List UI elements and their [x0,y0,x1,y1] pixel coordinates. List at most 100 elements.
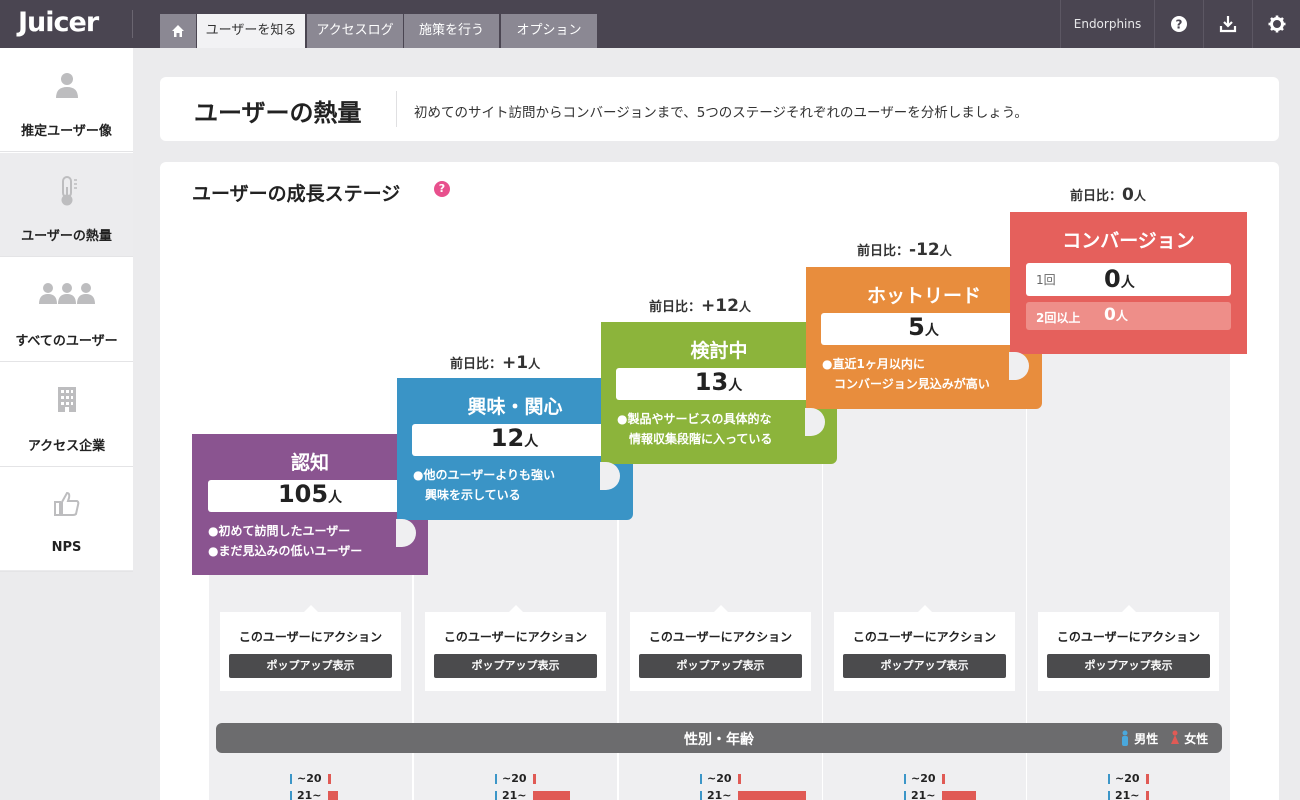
sidebar-item-nps[interactable]: NPS [0,468,133,572]
delta-consideration: 前日比：+12人 [649,296,751,316]
delta-label: 前日比： [649,300,702,315]
description-line: 興味を示している [425,488,521,502]
delta-value: 0 [1122,185,1134,205]
help-icon: ? [1171,16,1187,32]
delta-label: 前日比： [857,244,910,259]
page-description: 初めてのサイト訪問からコンバージョンまで、5つのステージそれぞれのユーザーを分析… [414,105,1028,121]
male-bar [904,774,906,784]
sidebar-item-heat[interactable]: ユーザーの熱量 [0,153,133,257]
tab-know-users[interactable]: ユーザーを知る [197,14,305,48]
help-icon[interactable]: ? [434,181,450,197]
count-unit: 人 [328,490,343,506]
popup-button[interactable]: ポップアップ表示 [639,654,802,678]
sidebar-item-label: ユーザーの熱量 [21,229,112,244]
action-title: このユーザーにアクション [852,630,997,644]
legend-female: 女性 [1170,730,1208,747]
stage-name: コンバージョン [1062,230,1195,252]
delta-conversion: 前日比：0人 [1070,185,1146,205]
stage-card: ユーザーの成長ステージ ? 認知 105人 ●初めて訪問したユーザー ●まだ見込… [160,162,1279,800]
stage-notch [1009,352,1029,380]
home-tab[interactable] [160,14,196,48]
action-box: このユーザーにアクション ポップアップ表示 [1038,605,1219,691]
help-button[interactable]: ? [1154,0,1202,48]
male-icon [1122,730,1128,746]
conversion-row-once: 1回 0人 [1026,263,1231,296]
logo[interactable]: Juicer [18,7,99,38]
stage-notch [805,408,825,436]
header-divider [396,91,397,127]
legend-label: 男性 [1134,732,1159,746]
delta-unit: 人 [1133,189,1146,203]
stage-notch [600,462,620,490]
popup-button[interactable]: ポップアップ表示 [1047,654,1210,678]
popup-button[interactable]: ポップアップ表示 [434,654,597,678]
delta-value: -12 [909,240,940,260]
action-arrow [918,605,932,612]
download-icon [1219,16,1237,33]
delta-interest: 前日比：+1人 [450,353,540,373]
action-title: このユーザーにアクション [238,630,383,644]
age-label: ~20 [1115,772,1140,785]
stage-count: 13人 [616,368,821,400]
stage-name: 興味・関心 [467,396,563,418]
top-bar: Juicer ユーザーを知る アクセスログ 施策を行う オプション Endorp… [0,0,1300,48]
age-label: ~20 [297,772,322,785]
count-value: 5 [908,313,925,341]
female-bar [1146,774,1149,784]
description-line: ●まだ見込みの低いユーザー [208,544,363,558]
page-title: ユーザーの熱量 [194,99,362,127]
demographics-header: 性別・年齢 男性 女性 [216,723,1222,753]
legend-male: 男性 [1120,730,1158,747]
page-header: ユーザーの熱量 初めてのサイト訪問からコンバージョンまで、5つのステージそれぞれ… [160,77,1279,141]
tab-access-log[interactable]: アクセスログ [307,14,403,48]
account-name[interactable]: Endorphins [1060,0,1154,48]
stage-hot-lead[interactable]: ホットリード 5人 ●直近1ヶ月以内に コンバージョン見込みが高い [806,267,1042,409]
popup-button[interactable]: ポップアップ表示 [229,654,392,678]
age-label: 21~ [297,789,322,800]
stage-description: ●製品やサービスの具体的な 情報収集段階に入っている [617,409,772,449]
age-label: 21~ [707,789,732,800]
description-line: ●他のユーザーよりも強い [413,468,555,482]
count-unit: 人 [728,378,743,394]
action-box: このユーザーにアクション ポップアップ表示 [630,605,811,691]
action-title: このユーザーにアクション [443,630,588,644]
female-bar [1146,791,1149,800]
sidebar-item-persona[interactable]: 推定ユーザー像 [0,48,133,152]
description-line: ●直近1ヶ月以内に [822,357,925,371]
tab-measures[interactable]: 施策を行う [404,14,499,48]
delta-unit: 人 [738,300,751,314]
sidebar-item-label: 推定ユーザー像 [21,124,112,139]
delta-value: +1 [502,353,529,373]
male-bar [700,791,702,800]
stage-conversion[interactable]: コンバージョン 1回 0人 2回以上 0人 [1010,212,1247,354]
female-icon [1171,730,1179,744]
female-bar [533,791,570,800]
count-value: 105 [277,480,329,508]
female-bar [942,791,976,800]
legend-label: 女性 [1184,732,1209,746]
male-bar [290,774,292,784]
tab-options[interactable]: オプション [501,14,597,48]
stage-interest[interactable]: 興味・関心 12人 ●他のユーザーよりも強い 興味を示している [397,378,633,520]
female-bar [942,774,945,784]
description-line: 情報収集段階に入っている [629,432,773,446]
stage-consideration[interactable]: 検討中 13人 ●製品やサービスの具体的な 情報収集段階に入っている [601,322,837,464]
row-value-wrap: 0人 [1104,305,1128,325]
sidebar-item-label: すべてのユーザー [15,334,118,349]
sidebar-item-companies[interactable]: アクセス企業 [0,363,133,467]
stage-notch [396,519,416,547]
action-arrow [714,605,728,612]
female-bar [328,774,331,784]
download-button[interactable] [1203,0,1251,48]
conversion-row-repeat: 2回以上 0人 [1026,302,1231,330]
stage-name: 認知 [290,452,329,474]
male-bar [290,791,292,800]
delta-label: 前日比： [1070,189,1123,204]
action-title: このユーザーにアクション [648,630,793,644]
settings-button[interactable] [1252,0,1300,48]
stage-name: 検討中 [690,340,748,362]
popup-button[interactable]: ポップアップ表示 [843,654,1006,678]
sidebar-item-all-users[interactable]: すべてのユーザー [0,258,133,362]
stage-awareness[interactable]: 認知 105人 ●初めて訪問したユーザー ●まだ見込みの低いユーザー [192,434,428,575]
action-arrow [1122,605,1136,612]
